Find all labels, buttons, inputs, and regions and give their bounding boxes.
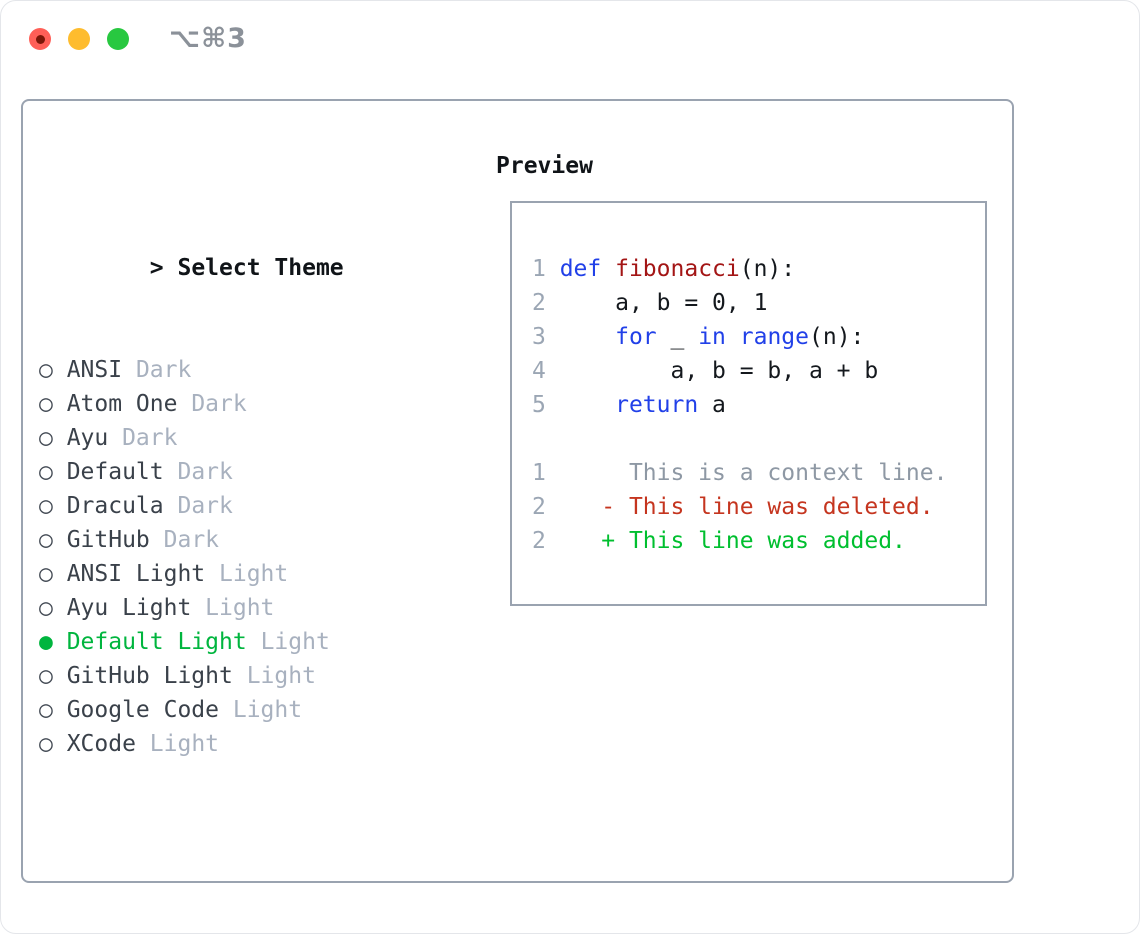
radio-unselected-icon: ○ (39, 697, 53, 723)
theme-name: Ayu Light (66, 595, 206, 621)
code-line: 5 return a (532, 392, 726, 418)
theme-name: Dracula (66, 493, 178, 519)
theme-variant: Light (149, 731, 220, 757)
theme-option-github-light[interactable]: ○ GitHub Light Light (39, 659, 427, 693)
theme-option-ayu[interactable]: ○ Ayu Dark (39, 421, 427, 455)
radio-unselected-icon: ○ (39, 527, 53, 553)
preview-code: 1 def fibonacci(n): 2 a, b = 0, 1 3 for _ … (532, 252, 985, 558)
spacer (39, 863, 427, 897)
select-theme-title: Select Theme (177, 255, 344, 281)
theme-name: Ayu (66, 425, 123, 451)
theme-variant: Dark (191, 391, 247, 417)
theme-variant: Light (205, 595, 275, 621)
titlebar: ⌥⌘3 (1, 1, 1139, 99)
theme-variant: Dark (122, 425, 178, 451)
traffic-lights (29, 28, 129, 50)
code-line: 2 - This line was deleted. (532, 494, 934, 520)
radio-unselected-icon: ○ (39, 561, 53, 587)
theme-option-xcode[interactable]: ○ XCode Light (39, 727, 427, 761)
radio-unselected-icon: ○ (39, 391, 53, 417)
theme-option-dracula[interactable]: ○ Dracula Dark (39, 489, 427, 523)
window-title: ⌥⌘3 (169, 23, 247, 54)
code-line: 4 a, b = b, a + b (532, 358, 879, 384)
theme-name: XCode (66, 731, 150, 757)
zoom-button[interactable] (107, 28, 129, 50)
preview-box: 1 def fibonacci(n): 2 a, b = 0, 1 3 for _ … (510, 201, 987, 606)
theme-option-google-code[interactable]: ○ Google Code Light (39, 693, 427, 727)
theme-name: Google Code (66, 697, 233, 723)
blank-line (532, 422, 985, 456)
theme-variant: Light (232, 697, 303, 723)
theme-name: GitHub Light (66, 663, 247, 689)
theme-option-github[interactable]: ○ GitHub Dark (39, 523, 427, 557)
code-line: 1 This is a context line. (532, 460, 948, 486)
theme-name: ANSI Light (66, 561, 220, 587)
preview-title: Preview (496, 153, 593, 179)
code-line: 3 for _ in range(n): (532, 324, 865, 350)
theme-variant: Light (246, 663, 316, 689)
close-button[interactable] (29, 28, 51, 50)
minimize-button[interactable] (68, 28, 90, 50)
theme-option-ansi-light[interactable]: ○ ANSI Light Light (39, 557, 427, 591)
radio-unselected-icon: ○ (39, 663, 53, 689)
theme-variant: Light (260, 629, 330, 655)
theme-variant: Dark (177, 493, 233, 519)
radio-unselected-icon: ○ (39, 459, 53, 485)
theme-name: ANSI (66, 357, 136, 383)
radio-unselected-icon: ○ (39, 595, 53, 621)
focus-caret-icon: > (149, 255, 164, 281)
code-line: 2 a, b = 0, 1 (532, 290, 768, 316)
radio-unselected-icon: ○ (39, 357, 53, 383)
theme-variant: Dark (177, 459, 233, 485)
theme-variant: Dark (163, 527, 220, 553)
radio-unselected-icon: ○ (39, 493, 53, 519)
theme-name: Default (66, 459, 178, 485)
theme-option-default[interactable]: ○ Default Dark (39, 455, 427, 489)
theme-variant: Dark (135, 357, 192, 383)
select-theme-header: > Select Theme (39, 217, 427, 281)
theme-option-default-light[interactable]: ● Default Light Light (39, 625, 427, 659)
theme-list: ○ ANSI Dark ○ Atom One Dark ○ Ayu Dark ○ Defaul… (39, 353, 427, 761)
theme-variant: Light (219, 561, 289, 587)
radio-selected-icon: ● (39, 629, 53, 655)
theme-column: > Select Theme ○ ANSI Dark ○ Atom One Dark ○ A… (39, 149, 427, 933)
theme-name: Default Light (66, 629, 261, 655)
radio-unselected-icon: ○ (39, 731, 53, 757)
theme-selector-panel: > Select Theme ○ ANSI Dark ○ Atom One Dark ○ A… (21, 99, 1014, 883)
theme-option-atom-one[interactable]: ○ Atom One Dark (39, 387, 427, 421)
theme-option-ayu-light[interactable]: ○ Ayu Light Light (39, 591, 427, 625)
theme-name: Atom One (66, 391, 192, 417)
radio-unselected-icon: ○ (39, 425, 53, 451)
theme-option-ansi[interactable]: ○ ANSI Dark (39, 353, 427, 387)
theme-name: GitHub (66, 527, 164, 553)
code-line: 2 + This line was added. (532, 528, 906, 554)
code-line: 1 def fibonacci(n): (532, 256, 796, 282)
